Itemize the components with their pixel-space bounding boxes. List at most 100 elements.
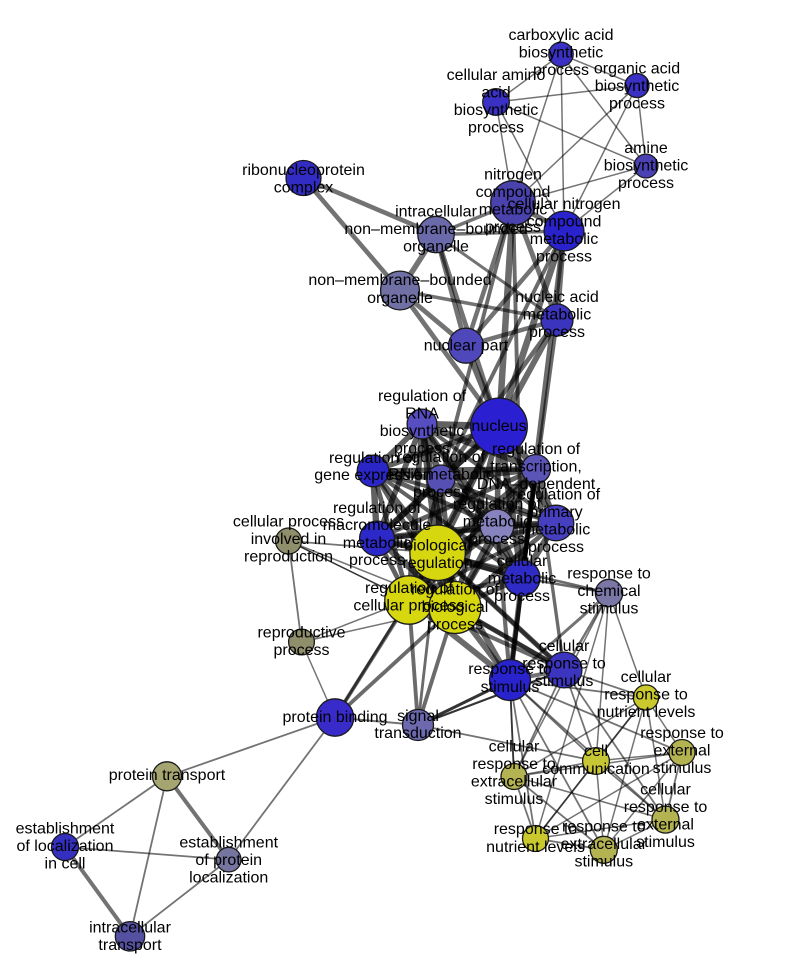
svg-text:complex: complex <box>274 179 334 196</box>
svg-text:involved in: involved in <box>251 531 327 548</box>
svg-text:regulation of: regulation of <box>397 449 486 466</box>
svg-text:process: process <box>349 552 405 569</box>
svg-text:biosynthetic: biosynthetic <box>454 102 539 119</box>
svg-text:localization: localization <box>189 869 268 886</box>
svg-text:gene expression: gene expression <box>314 467 431 484</box>
svg-text:process: process <box>609 96 665 113</box>
svg-text:external: external <box>654 743 711 760</box>
svg-text:nucleus: nucleus <box>471 418 526 435</box>
svg-text:metabolic: metabolic <box>343 535 411 552</box>
svg-text:extracellular: extracellular <box>561 836 648 853</box>
svg-text:regulation of: regulation of <box>378 388 467 405</box>
svg-text:regulation of: regulation of <box>492 441 581 458</box>
svg-text:protein binding: protein binding <box>283 709 388 726</box>
svg-text:of localization: of localization <box>17 838 114 855</box>
svg-text:extracellular: extracellular <box>471 774 558 791</box>
svg-text:RNA: RNA <box>405 406 439 423</box>
svg-text:process: process <box>394 441 450 458</box>
svg-text:cellular: cellular <box>497 553 548 570</box>
svg-text:nucleic acid: nucleic acid <box>515 289 599 306</box>
svg-text:nitrogen: nitrogen <box>484 167 542 184</box>
svg-text:response to: response to <box>468 661 552 678</box>
svg-text:regulation of: regulation of <box>329 450 418 467</box>
svg-text:transduction: transduction <box>374 725 461 742</box>
svg-text:process: process <box>618 175 674 192</box>
svg-text:cellular process: cellular process <box>233 514 344 531</box>
svg-text:external: external <box>637 817 694 834</box>
svg-text:metabolic: metabolic <box>463 514 531 531</box>
svg-text:process: process <box>529 324 585 341</box>
svg-text:signal: signal <box>397 708 439 725</box>
svg-text:regulation of: regulation of <box>365 580 454 597</box>
svg-text:DNA–dependent: DNA–dependent <box>477 476 596 493</box>
svg-text:carboxylic acid: carboxylic acid <box>509 27 614 44</box>
svg-text:nutrient levels: nutrient levels <box>597 704 696 721</box>
svg-text:cellular: cellular <box>539 638 590 655</box>
svg-text:process: process <box>427 616 483 633</box>
svg-text:process: process <box>533 62 589 79</box>
svg-text:cellular: cellular <box>640 782 691 799</box>
svg-text:response to: response to <box>472 756 556 773</box>
svg-text:process: process <box>273 642 329 659</box>
svg-text:response to: response to <box>567 565 651 582</box>
svg-text:protein transport: protein transport <box>109 767 226 784</box>
svg-text:regulation of: regulation of <box>453 496 542 513</box>
svg-text:process: process <box>469 531 525 548</box>
svg-text:RNA metabolic: RNA metabolic <box>388 467 494 484</box>
svg-text:cellular amino: cellular amino <box>447 67 546 84</box>
svg-text:intracellular: intracellular <box>395 204 477 221</box>
svg-text:response to: response to <box>562 819 646 836</box>
svg-text:metabolic: metabolic <box>522 521 590 538</box>
svg-text:cellular: cellular <box>621 669 672 686</box>
svg-text:organelle: organelle <box>403 239 469 256</box>
svg-text:biological: biological <box>404 538 471 555</box>
svg-text:response to: response to <box>604 687 688 704</box>
svg-text:reproductive: reproductive <box>257 625 345 642</box>
svg-text:regulation of: regulation of <box>333 500 422 517</box>
svg-text:stimulus: stimulus <box>636 834 695 851</box>
svg-text:response to: response to <box>640 725 724 742</box>
svg-text:reproduction: reproduction <box>244 549 333 566</box>
svg-text:metabolic: metabolic <box>479 202 547 219</box>
svg-text:stimulus: stimulus <box>535 673 594 690</box>
svg-text:transport: transport <box>98 937 162 954</box>
svg-text:stimulus: stimulus <box>580 600 639 617</box>
svg-text:stimulus: stimulus <box>574 854 633 871</box>
svg-text:response to: response to <box>494 821 578 838</box>
svg-text:nutrient levels: nutrient levels <box>486 839 585 856</box>
svg-text:process: process <box>528 539 584 556</box>
svg-text:primary: primary <box>529 504 582 521</box>
svg-text:intracellular: intracellular <box>89 920 171 937</box>
svg-text:chemical: chemical <box>577 583 640 600</box>
svg-text:establishment: establishment <box>16 820 115 837</box>
svg-text:process: process <box>494 588 550 605</box>
svg-text:process: process <box>468 120 524 137</box>
svg-text:cellular nitrogen: cellular nitrogen <box>508 196 621 213</box>
svg-text:metabolic: metabolic <box>530 231 598 248</box>
svg-text:biosynthetic: biosynthetic <box>519 45 604 62</box>
svg-text:process: process <box>413 484 469 501</box>
svg-text:metabolic: metabolic <box>488 570 556 587</box>
svg-text:stimulus: stimulus <box>653 760 712 777</box>
svg-text:transcription,: transcription, <box>490 458 582 475</box>
svg-text:amine: amine <box>624 140 668 157</box>
svg-text:biosynthetic: biosynthetic <box>380 423 465 440</box>
svg-text:communication: communication <box>542 761 650 778</box>
svg-text:nuclear part: nuclear part <box>424 338 509 355</box>
svg-text:process: process <box>536 249 592 266</box>
svg-text:cellular process: cellular process <box>353 597 464 614</box>
svg-text:acid: acid <box>481 85 510 102</box>
svg-text:metabolic: metabolic <box>523 307 591 324</box>
svg-text:establishment: establishment <box>179 834 278 851</box>
svg-text:stimulus: stimulus <box>485 791 544 808</box>
svg-text:response to: response to <box>624 799 708 816</box>
svg-text:regulation: regulation <box>402 555 472 572</box>
svg-text:biological: biological <box>422 599 489 616</box>
svg-text:in cell: in cell <box>45 855 86 872</box>
svg-text:cell: cell <box>584 743 608 760</box>
svg-text:macromolecule: macromolecule <box>323 517 432 534</box>
svg-text:biosynthetic: biosynthetic <box>595 78 680 95</box>
svg-text:of protein: of protein <box>195 852 262 869</box>
svg-text:stimulus: stimulus <box>481 679 540 696</box>
svg-text:biosynthetic: biosynthetic <box>604 158 689 175</box>
